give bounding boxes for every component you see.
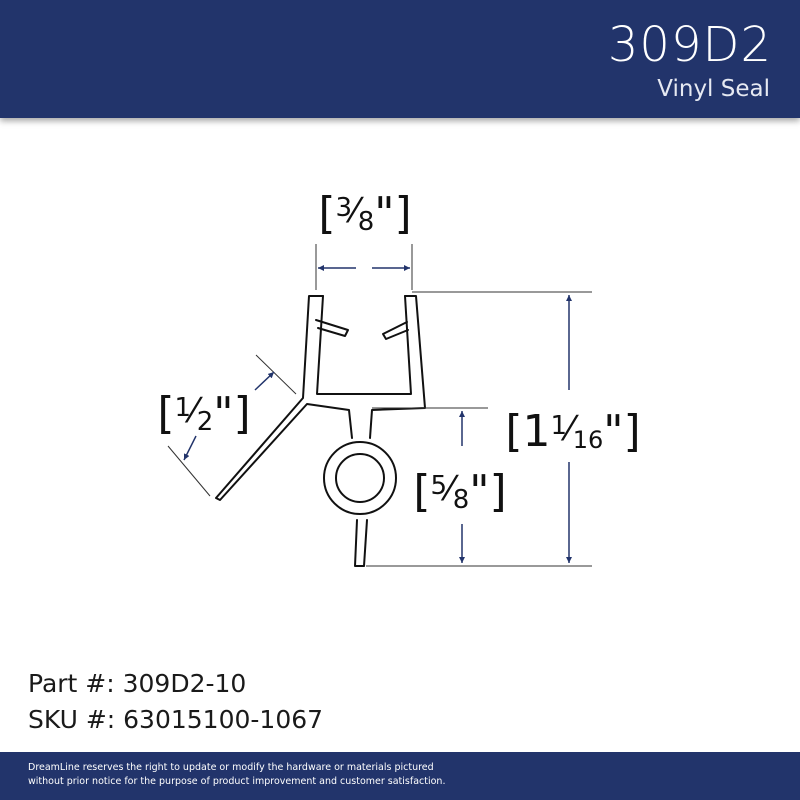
disclaimer-line-2: without prior notice for the purpose of … <box>28 776 446 787</box>
lower-height-label: [5⁄8"] <box>413 466 506 517</box>
extension-lines <box>167 244 592 567</box>
seal-profile <box>215 295 426 567</box>
overall-height-label: [11⁄16"] <box>505 406 640 457</box>
dimension-arrows <box>183 265 572 563</box>
left-fin <box>315 319 349 337</box>
model-number: 309D2 <box>607 17 772 73</box>
header-banner: 309D2 Vinyl Seal <box>0 0 800 118</box>
footer-banner: DreamLine reserves the right to update o… <box>0 752 800 800</box>
width-dimension-label: [3⁄8"] <box>318 188 411 239</box>
right-fin <box>382 321 409 340</box>
part-info: Part #: 309D2-10 SKU #: 63015100-1067 <box>28 666 323 738</box>
flap-arrow-bottom <box>183 435 197 461</box>
disclaimer-line-1: DreamLine reserves the right to update o… <box>28 762 434 773</box>
bulb-inner <box>335 453 385 503</box>
sku-number: SKU #: 63015100-1067 <box>28 705 324 734</box>
flap-arrow-top <box>254 371 275 391</box>
flap-dimension-label: [1⁄2"] <box>157 388 250 439</box>
product-subtitle: Vinyl Seal <box>657 76 770 102</box>
part-number: Part #: 309D2-10 <box>28 669 247 698</box>
disclaimer-text: DreamLine reserves the right to update o… <box>28 761 445 789</box>
channel-inner <box>316 295 412 395</box>
bulb-outer <box>323 441 397 515</box>
